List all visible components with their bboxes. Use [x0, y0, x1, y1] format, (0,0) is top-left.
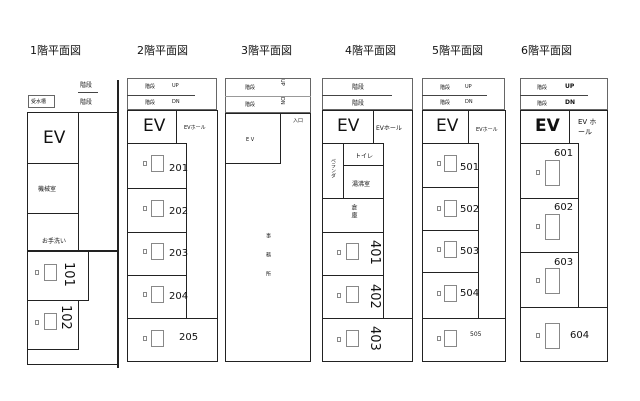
stairs-label: 階段 — [245, 102, 256, 108]
machine-room-label: 機械室 — [38, 186, 57, 193]
room-202: 202 — [169, 206, 189, 217]
stairs-label: 階段 — [245, 85, 256, 91]
room-505: 505 — [470, 331, 482, 338]
room-201: 201 — [169, 163, 189, 174]
kitchen-label: 湯沸室 — [352, 181, 371, 188]
room-501: 501 — [460, 162, 480, 173]
ev-hall-label: EVホール — [376, 125, 402, 132]
elevator-label: EV — [43, 128, 66, 148]
elevator-label: E V — [246, 137, 255, 143]
office-label: 事務所 — [265, 233, 271, 290]
room-205: 205 — [179, 332, 199, 343]
stairs-down-label: DN — [465, 99, 473, 105]
ev-hall-label: EV ホール — [578, 118, 597, 136]
elevator-label: EV — [337, 116, 360, 136]
stairs-label: 階段 — [80, 82, 93, 89]
veranda-label: ベランダ — [330, 158, 336, 178]
toilet-label: トイレ — [355, 153, 374, 160]
room-101: 101 — [61, 262, 76, 287]
room-204: 204 — [169, 291, 189, 302]
storage-label: 倉庫 — [350, 204, 357, 220]
room-602: 602 — [554, 202, 574, 213]
elevator-label: EV — [535, 116, 560, 136]
floor-title: 2階平面図 — [137, 44, 188, 57]
room-203: 203 — [169, 248, 189, 259]
room-102: 102 — [58, 305, 73, 330]
room-603: 603 — [554, 257, 574, 268]
room-604: 604 — [570, 330, 590, 341]
floor-title: 5階平面図 — [432, 44, 483, 57]
stairs-down-label: DN — [172, 99, 180, 105]
room-401: 401 — [367, 240, 382, 265]
floor-title: 1階平面図 — [30, 44, 81, 57]
stairs-label: 階段 — [440, 100, 451, 106]
stairs-up-label: UP — [465, 84, 472, 90]
ev-hall-label: EVホール — [476, 127, 498, 133]
room-502: 502 — [460, 204, 480, 215]
stairs-label: 階段 — [352, 84, 365, 91]
stairs-label: 階段 — [145, 100, 156, 106]
entrance-label: 入口 — [293, 118, 304, 124]
stairs-label: 階段 — [80, 99, 93, 106]
stairs-label: 階段 — [145, 84, 156, 90]
room-402: 402 — [367, 284, 382, 309]
elevator-label: EV — [143, 116, 166, 136]
stairs-label: 階段 — [537, 85, 548, 91]
ev-hall-label: EVホール — [184, 125, 206, 131]
stairs-down-label: DN — [279, 97, 285, 105]
elevator-label: EV — [436, 116, 459, 136]
stairs-label: 階段 — [537, 101, 548, 107]
floor-title: 6階平面図 — [521, 44, 572, 57]
stairs-down-label: DN — [565, 99, 576, 106]
room-403: 403 — [367, 326, 382, 351]
stairs-up-label: UP — [279, 79, 285, 86]
stairs-label: 階段 — [440, 85, 451, 91]
water-tank-label: 受水槽 — [31, 99, 47, 105]
restroom-label: お手洗い — [42, 238, 67, 245]
floor-title: 3階平面図 — [241, 44, 292, 57]
stairs-label: 階段 — [352, 100, 365, 107]
floor-title: 4階平面図 — [345, 44, 396, 57]
stairs-up-label: UP — [172, 83, 179, 89]
stairs-up-label: UP — [565, 83, 575, 90]
room-504: 504 — [460, 288, 480, 299]
room-601: 601 — [554, 148, 574, 159]
room-503: 503 — [460, 246, 480, 257]
